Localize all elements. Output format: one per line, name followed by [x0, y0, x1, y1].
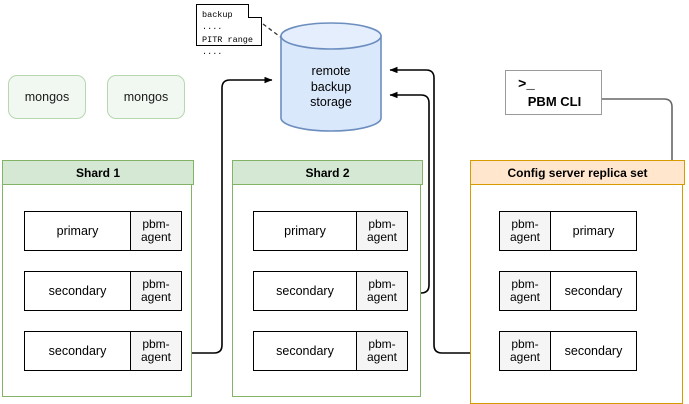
- shard-1-node-3-pbm-agent[interactable]: pbm- agent: [130, 332, 181, 370]
- group-shard-2-header: Shard 2: [232, 160, 423, 185]
- cli-prompt-icon: >_: [518, 77, 535, 93]
- agent-line-1: agent: [366, 290, 398, 304]
- storage-label: remote backup storage: [280, 64, 382, 111]
- config-node-3-pbm-agent[interactable]: pbm- agent: [500, 332, 551, 370]
- note-line-1: ....: [202, 22, 223, 33]
- agent-line-0: pbm-: [368, 276, 396, 291]
- agent-line-1: agent: [140, 290, 172, 304]
- agent-line-0: pbm-: [142, 216, 170, 231]
- shard-2-node-3[interactable]: secondary pbm- agent: [253, 331, 408, 371]
- config-node-3[interactable]: pbm- agent secondary: [499, 331, 637, 371]
- agent-line-1: agent: [509, 290, 541, 304]
- shard-2-node-3-pbm-agent[interactable]: pbm- agent: [356, 332, 407, 370]
- shard-2-node-2-pbm-agent[interactable]: pbm- agent: [356, 272, 407, 310]
- shard-1-node-1-role: primary: [25, 212, 130, 250]
- mongos-router-2[interactable]: mongos: [107, 75, 185, 119]
- group-shard-1: Shard 1 primary pbm- agent secondary pbm…: [2, 160, 194, 397]
- remote-backup-storage: remote backup storage: [280, 22, 382, 132]
- backup-note: backup .... PITR range ....: [196, 4, 262, 57]
- shard-1-node-3[interactable]: secondary pbm- agent: [24, 331, 182, 371]
- mongos-router-1-label: mongos: [24, 90, 70, 104]
- shard-2-node-2-role: secondary: [254, 272, 356, 310]
- shard-2-node-2[interactable]: secondary pbm- agent: [253, 271, 408, 311]
- shard-2-node-3-role: secondary: [254, 332, 356, 370]
- shard-2-node-1-pbm-agent[interactable]: pbm- agent: [356, 212, 407, 250]
- group-config-server-header: Config server replica set: [470, 160, 685, 185]
- agent-line-0: pbm-: [511, 216, 539, 231]
- agent-line-0: pbm-: [368, 216, 396, 231]
- agent-line-0: pbm-: [511, 336, 539, 351]
- agent-line-1: agent: [509, 350, 541, 364]
- note-fold-corner: [248, 4, 262, 18]
- shard-1-node-2[interactable]: secondary pbm- agent: [24, 271, 182, 311]
- agent-line-1: agent: [509, 230, 541, 244]
- shard-1-node-1-pbm-agent[interactable]: pbm- agent: [130, 212, 181, 250]
- shard-1-node-1[interactable]: primary pbm- agent: [24, 211, 182, 251]
- config-node-2-role: secondary: [551, 272, 636, 310]
- agent-line-0: pbm-: [368, 336, 396, 351]
- config-node-2[interactable]: pbm- agent secondary: [499, 271, 637, 311]
- storage-label-line-2: storage: [310, 95, 352, 110]
- group-shard-1-title: Shard 1: [75, 165, 120, 180]
- shard-2-node-1-role: primary: [254, 212, 356, 250]
- shard-2-node-1[interactable]: primary pbm- agent: [253, 211, 408, 251]
- config-node-1-role: primary: [551, 212, 636, 250]
- agent-line-0: pbm-: [142, 336, 170, 351]
- note-line-2: PITR range: [202, 34, 254, 45]
- agent-line-0: pbm-: [511, 276, 539, 291]
- config-node-1[interactable]: pbm- agent primary: [499, 211, 637, 251]
- config-node-1-pbm-agent[interactable]: pbm- agent: [500, 212, 551, 250]
- cylinder-shape: [280, 22, 382, 132]
- config-node-3-role: secondary: [551, 332, 636, 370]
- config-node-2-pbm-agent[interactable]: pbm- agent: [500, 272, 551, 310]
- storage-label-line-1: backup: [310, 79, 352, 94]
- note-line-0: backup: [202, 10, 233, 20]
- storage-label-line-0: remote: [311, 64, 351, 78]
- agent-line-0: pbm-: [142, 276, 170, 291]
- agent-line-1: agent: [366, 230, 398, 244]
- group-shard-2-title: Shard 2: [305, 165, 350, 180]
- cli-label: PBM CLI: [527, 94, 582, 109]
- agent-line-1: agent: [140, 230, 172, 244]
- group-config-server-title: Config server replica set: [507, 165, 648, 180]
- shard-1-node-2-role: secondary: [25, 272, 130, 310]
- pbm-cli-box[interactable]: >_ PBM CLI: [505, 70, 602, 115]
- note-line-3: ....: [202, 46, 223, 57]
- group-shard-2: Shard 2 primary pbm- agent secondary pbm…: [232, 160, 423, 397]
- agent-line-1: agent: [366, 350, 398, 364]
- agent-line-1: agent: [140, 350, 172, 364]
- mongos-router-2-label: mongos: [123, 90, 169, 104]
- group-shard-1-header: Shard 1: [2, 160, 194, 185]
- mongos-router-1[interactable]: mongos: [8, 75, 86, 119]
- group-config-server-replica-set: Config server replica set pbm- agent pri…: [470, 160, 685, 404]
- shard-1-node-3-role: secondary: [25, 332, 130, 370]
- shard-1-node-2-pbm-agent[interactable]: pbm- agent: [130, 272, 181, 310]
